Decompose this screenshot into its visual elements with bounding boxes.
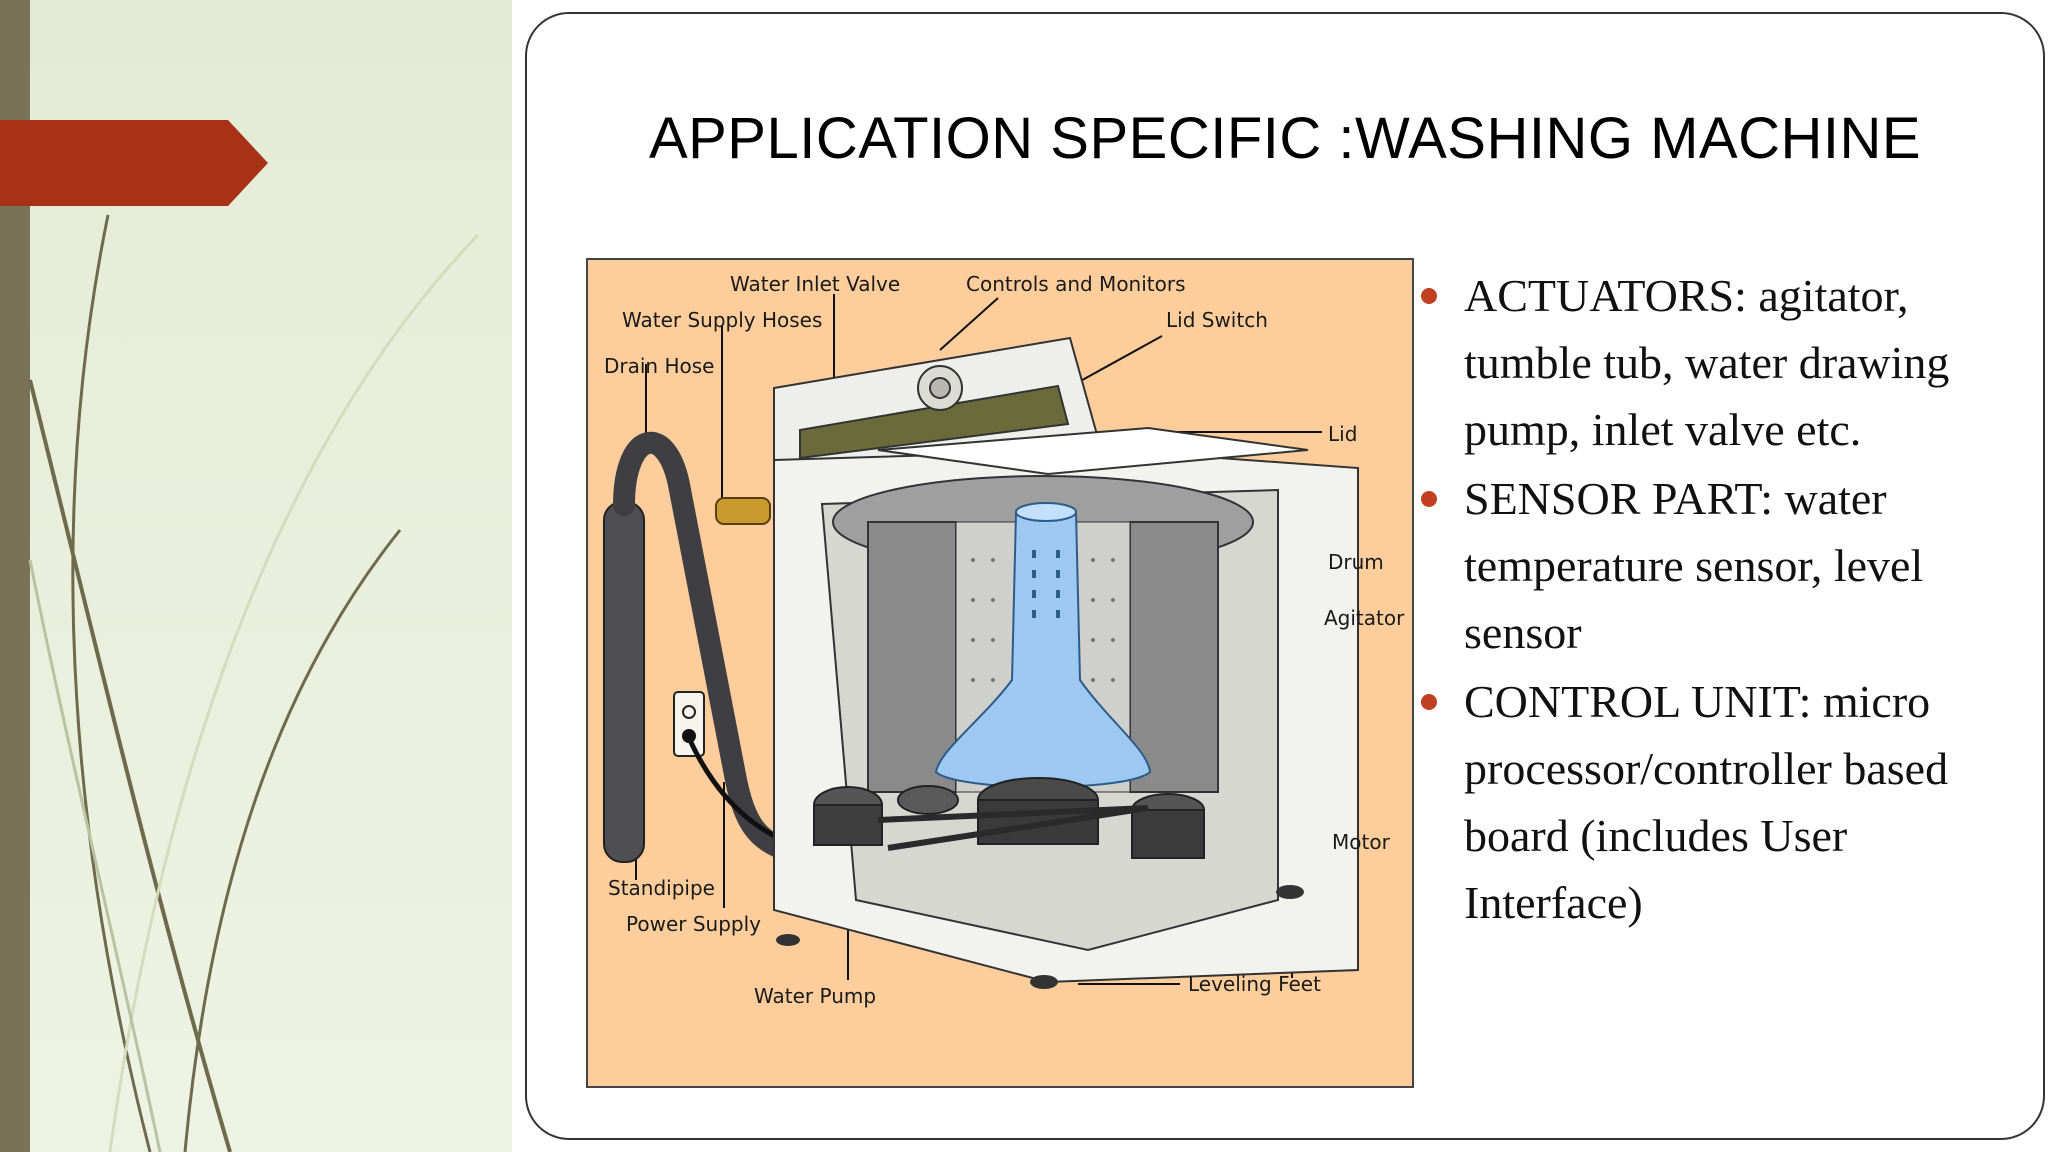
label-water-pump: Water Pump bbox=[754, 984, 877, 1008]
bullet-text: CONTROL UNIT: micro processor/controller… bbox=[1464, 676, 1949, 928]
label-water-inlet-valve: Water Inlet Valve bbox=[730, 272, 901, 296]
decorative-curves bbox=[28, 214, 480, 1152]
red-arrow-tab bbox=[0, 120, 268, 206]
label-agitator: Agitator bbox=[1324, 606, 1405, 630]
bullet-item-control-unit: CONTROL UNIT: micro processor/controller… bbox=[1420, 668, 2020, 936]
label-water-supply-hoses: Water Supply Hoses bbox=[622, 308, 823, 332]
bullet-dot-icon bbox=[1421, 288, 1437, 304]
bullet-item-actuators: ACTUATORS: agitator, tumble tub, water d… bbox=[1420, 262, 2020, 463]
label-controls-and-monitors: Controls and Monitors bbox=[966, 272, 1186, 296]
washing-machine-diagram: Water Inlet Valve Controls and Monitors … bbox=[586, 258, 1414, 1088]
bullet-item-sensor-part: SENSOR PART: water temperature sensor, l… bbox=[1420, 465, 2020, 666]
bullet-text: ACTUATORS: agitator, tumble tub, water d… bbox=[1464, 270, 1950, 455]
label-leveling-feet: Leveling Feet bbox=[1188, 972, 1321, 996]
label-lid: Lid bbox=[1328, 422, 1358, 446]
bullet-dot-icon bbox=[1421, 491, 1437, 507]
bullet-text: SENSOR PART: water temperature sensor, l… bbox=[1464, 473, 1924, 658]
label-drain-hose: Drain Hose bbox=[604, 354, 715, 378]
left-decor-panel bbox=[0, 0, 512, 1152]
label-lid-switch: Lid Switch bbox=[1166, 308, 1268, 332]
label-standpipe: Standipipe bbox=[608, 876, 715, 900]
label-power-supply: Power Supply bbox=[626, 912, 761, 936]
bullet-dot-icon bbox=[1421, 694, 1437, 710]
label-drum: Drum bbox=[1328, 550, 1384, 574]
bullet-list: ACTUATORS: agitator, tumble tub, water d… bbox=[1420, 262, 2020, 938]
label-motor: Motor bbox=[1332, 830, 1390, 854]
washing-machine-illustration bbox=[603, 294, 1359, 989]
slide-title: APPLICATION SPECIFIC :WASHING MACHINE bbox=[648, 106, 1922, 171]
